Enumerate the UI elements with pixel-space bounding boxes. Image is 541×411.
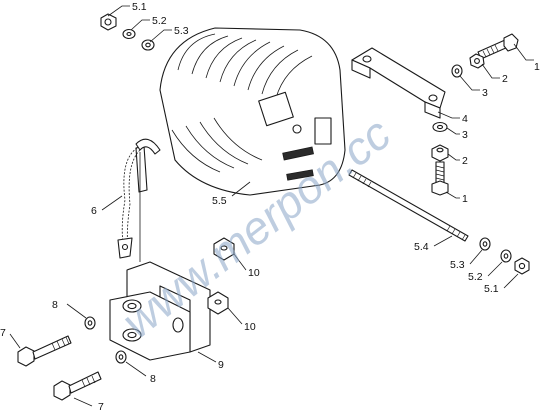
callout-5-3-top: 5.3 <box>174 25 189 37</box>
bracket-4 <box>351 47 446 119</box>
callout-5-2-right: 5.2 <box>468 271 483 283</box>
callout-2-top: 2 <box>502 73 508 85</box>
callout-5-2-top: 5.2 <box>152 15 167 27</box>
callout-5-1-right: 5.1 <box>484 283 499 295</box>
callout-5-3-right: 5.3 <box>450 259 465 271</box>
callout-5-5: 5.5 <box>212 195 227 207</box>
callout-10-upper: 10 <box>248 267 260 279</box>
bolt-7-lower <box>53 371 102 401</box>
callout-3-top: 3 <box>482 87 488 99</box>
callout-3-lower: 3 <box>462 129 468 141</box>
callout-5-1-top: 5.1 <box>132 1 147 13</box>
washer-8-lower <box>115 350 127 364</box>
counterweight-side-slot <box>314 117 332 145</box>
washer-8-upper <box>84 316 96 330</box>
callout-9: 9 <box>218 359 224 371</box>
callout-1-top: 1 <box>534 61 540 73</box>
callout-4: 4 <box>462 113 468 125</box>
lock-washer-5-2-top <box>122 28 136 40</box>
nut-5-1-right <box>514 257 530 275</box>
callout-6: 6 <box>91 205 97 217</box>
callout-7-upper: 7 <box>0 327 6 339</box>
bolt-7-upper <box>17 335 72 367</box>
washer-3-lower <box>432 121 448 133</box>
bolt-1-top <box>477 33 519 60</box>
washer-3-top <box>451 64 463 78</box>
callout-8-upper: 8 <box>52 299 58 311</box>
callout-2-lower: 2 <box>462 155 468 167</box>
lock-washer-5-2-right <box>500 249 512 263</box>
callout-1-lower: 1 <box>462 193 468 205</box>
callout-10-lower: 10 <box>244 321 256 333</box>
support-bracket-9 <box>109 152 211 361</box>
counterweight-stack <box>159 27 346 196</box>
counterweight-fins <box>171 33 313 173</box>
nut-2-top <box>469 53 485 69</box>
nut-5-1-top <box>100 13 117 31</box>
nut-2-lower <box>431 144 449 162</box>
bolt-1-lower <box>431 161 449 196</box>
leader-lines <box>9 5 534 407</box>
counterweight-window <box>258 91 294 127</box>
callout-5-4: 5.4 <box>414 241 429 253</box>
threaded-rod-5-4 <box>348 169 469 242</box>
nameplate-upper <box>282 146 314 161</box>
pin-with-chain-6 <box>117 138 161 259</box>
washer-5-3-top <box>141 39 155 51</box>
counterweight-bolt-hole <box>292 124 302 134</box>
callout-8-lower: 8 <box>150 373 156 385</box>
washer-5-3-right <box>479 237 491 251</box>
nameplate-lower <box>286 169 314 181</box>
callout-7-lower: 7 <box>98 401 104 411</box>
